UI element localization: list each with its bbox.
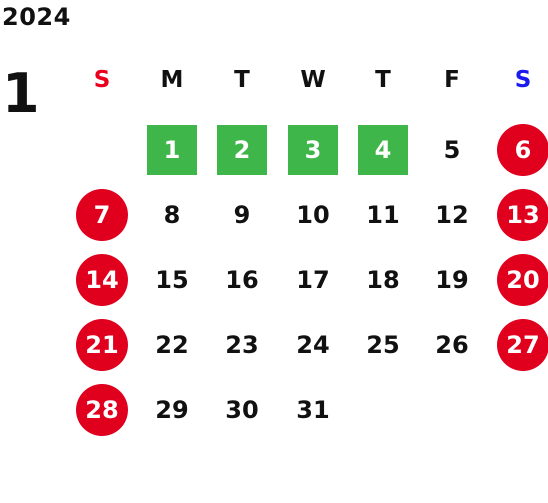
day-9[interactable]: 9 [216, 189, 268, 241]
day-number: 19 [435, 266, 469, 294]
day-number: 28 [85, 396, 119, 424]
day-number: 30 [225, 396, 259, 424]
day-number: 17 [296, 266, 330, 294]
day-11[interactable]: 11 [357, 189, 409, 241]
day-24[interactable]: 24 [287, 319, 339, 371]
day-4[interactable]: 4 [357, 124, 409, 176]
year-label: 2024 [2, 3, 71, 31]
day-number: 12 [435, 201, 469, 229]
day-23[interactable]: 23 [216, 319, 268, 371]
day-number: 25 [366, 331, 400, 359]
day-10[interactable]: 10 [287, 189, 339, 241]
day-number: 7 [93, 201, 111, 229]
day-15[interactable]: 15 [146, 254, 198, 306]
day-number: 23 [225, 331, 259, 359]
day-13[interactable]: 13 [497, 189, 548, 241]
weekday-header-monday: M [160, 66, 184, 93]
day-29[interactable]: 29 [146, 384, 198, 436]
day-30[interactable]: 30 [216, 384, 268, 436]
day-2[interactable]: 2 [216, 124, 268, 176]
day-number: 22 [155, 331, 189, 359]
day-28[interactable]: 28 [76, 384, 128, 436]
day-6[interactable]: 6 [497, 124, 548, 176]
day-number: 1 [163, 136, 181, 164]
day-17[interactable]: 17 [287, 254, 339, 306]
day-number: 26 [435, 331, 469, 359]
day-number: 31 [296, 396, 330, 424]
weekday-header-saturday: S [514, 66, 532, 93]
day-16[interactable]: 16 [216, 254, 268, 306]
day-number: 6 [514, 136, 532, 164]
day-number: 16 [225, 266, 259, 294]
day-number: 27 [506, 331, 540, 359]
day-7[interactable]: 7 [76, 189, 128, 241]
day-number: 2 [233, 136, 251, 164]
day-number: 24 [296, 331, 330, 359]
day-12[interactable]: 12 [426, 189, 478, 241]
day-31[interactable]: 31 [287, 384, 339, 436]
day-1[interactable]: 1 [146, 124, 198, 176]
weekday-header-friday: F [444, 66, 460, 93]
day-number: 4 [374, 136, 392, 164]
day-number: 18 [366, 266, 400, 294]
day-number: 14 [85, 266, 119, 294]
day-number: 29 [155, 396, 189, 424]
day-18[interactable]: 18 [357, 254, 409, 306]
day-21[interactable]: 21 [76, 319, 128, 371]
day-3[interactable]: 3 [287, 124, 339, 176]
day-number: 21 [85, 331, 119, 359]
weekday-header-thursday: T [375, 66, 391, 93]
day-20[interactable]: 20 [497, 254, 548, 306]
day-number: 10 [296, 201, 330, 229]
day-19[interactable]: 19 [426, 254, 478, 306]
day-26[interactable]: 26 [426, 319, 478, 371]
day-number: 20 [506, 266, 540, 294]
weekday-header-tuesday: T [234, 66, 250, 93]
day-number: 9 [233, 201, 251, 229]
day-8[interactable]: 8 [146, 189, 198, 241]
day-number: 8 [163, 201, 181, 229]
day-number: 3 [304, 136, 322, 164]
day-22[interactable]: 22 [146, 319, 198, 371]
day-number: 5 [443, 136, 461, 164]
day-number: 13 [506, 201, 540, 229]
day-14[interactable]: 14 [76, 254, 128, 306]
day-27[interactable]: 27 [497, 319, 548, 371]
weekday-header-sunday: S [93, 66, 111, 93]
day-number: 11 [366, 201, 400, 229]
day-25[interactable]: 25 [357, 319, 409, 371]
weekday-header-wednesday: W [300, 66, 326, 93]
month-number: 1 [2, 62, 40, 125]
day-number: 15 [155, 266, 189, 294]
day-5[interactable]: 5 [426, 124, 478, 176]
